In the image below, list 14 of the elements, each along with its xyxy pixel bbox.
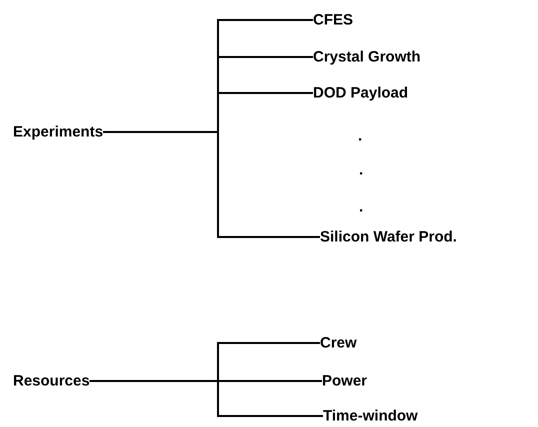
tree-label: CFES — [313, 12, 354, 28]
tree-label: Experiments — [13, 124, 104, 140]
tree-connector — [90, 380, 323, 417]
tree-label: Time-window — [323, 408, 418, 424]
tree-label: Silicon Wafer Prod. — [320, 228, 457, 246]
tree-connector — [103, 131, 320, 238]
ellipsis-dot: . — [359, 198, 364, 216]
tree-label: DOD Payload — [313, 84, 408, 102]
tree-label: Power — [322, 372, 368, 390]
tree-label: Crystal Growth — [313, 48, 421, 66]
tree-label: Resources — [13, 372, 90, 390]
tree-label: Crew — [320, 334, 357, 352]
ellipsis-dot: . — [359, 162, 364, 178]
ellipsis-dot: . — [358, 128, 362, 144]
